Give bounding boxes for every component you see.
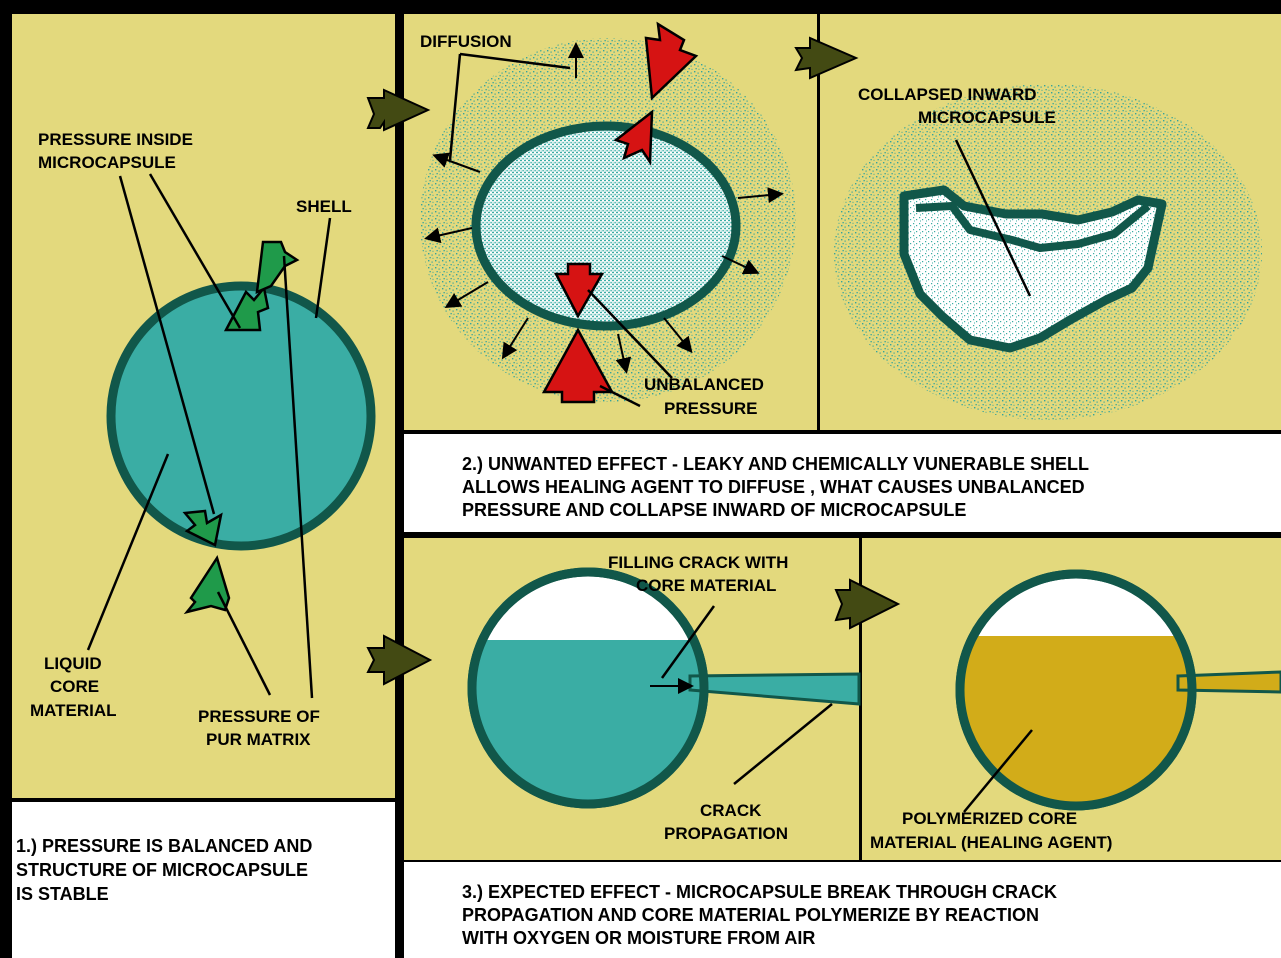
- label-crack-2: PROPAGATION: [664, 824, 788, 843]
- label-filling-2: CORE MATERIAL: [636, 576, 776, 595]
- label-liquid-2: CORE: [50, 677, 99, 696]
- panel1-caption-line-3: IS STABLE: [16, 884, 109, 904]
- label-pressure-inside-2: MICROCAPSULE: [38, 153, 176, 172]
- label-polymerized-1: POLYMERIZED CORE: [902, 809, 1077, 828]
- label-unbalanced-2: PRESSURE: [664, 399, 758, 418]
- panel2-caption-line-1: 2.) UNWANTED EFFECT - LEAKY AND CHEMICAL…: [462, 454, 1089, 474]
- label-liquid-3: MATERIAL: [30, 701, 117, 720]
- label-liquid-1: LIQUID: [44, 654, 102, 673]
- panel1-caption-line-1: 1.) PRESSURE IS BALANCED AND: [16, 836, 312, 856]
- panel1-caption-box: [12, 802, 395, 958]
- panel2-caption-line-2: ALLOWS HEALING AGENT TO DIFFUSE , WHAT C…: [462, 477, 1085, 497]
- label-polymerized-2: MATERIAL (HEALING AGENT): [870, 833, 1112, 852]
- leaky-microcapsule: [476, 126, 736, 326]
- panel1-caption-line-2: STRUCTURE OF MICROCAPSULE: [16, 860, 308, 880]
- label-pur-2: PUR MATRIX: [206, 730, 311, 749]
- panel3-caption-line-2: PROPAGATION AND CORE MATERIAL POLYMERIZE…: [462, 905, 1039, 925]
- panel3-caption-line-1: 3.) EXPECTED EFFECT - MICROCAPSULE BREAK…: [462, 882, 1057, 902]
- label-crack-1: CRACK: [700, 801, 762, 820]
- label-shell: SHELL: [296, 197, 352, 216]
- label-filling-1: FILLING CRACK WITH: [608, 553, 788, 572]
- label-collapsed-1: COLLAPSED INWARD: [858, 85, 1037, 104]
- label-unbalanced-1: UNBALANCED: [644, 375, 764, 394]
- panel3-caption-line-3: WITH OXYGEN OR MOISTURE FROM AIR: [462, 928, 815, 948]
- label-pur-1: PRESSURE OF: [198, 707, 320, 726]
- label-collapsed-2: MICROCAPSULE: [918, 108, 1056, 127]
- panel2-caption-line-3: PRESSURE AND COLLAPSE INWARD OF MICROCAP…: [462, 500, 966, 520]
- label-diffusion: DIFFUSION: [420, 32, 512, 51]
- label-pressure-inside-1: PRESSURE INSIDE: [38, 130, 193, 149]
